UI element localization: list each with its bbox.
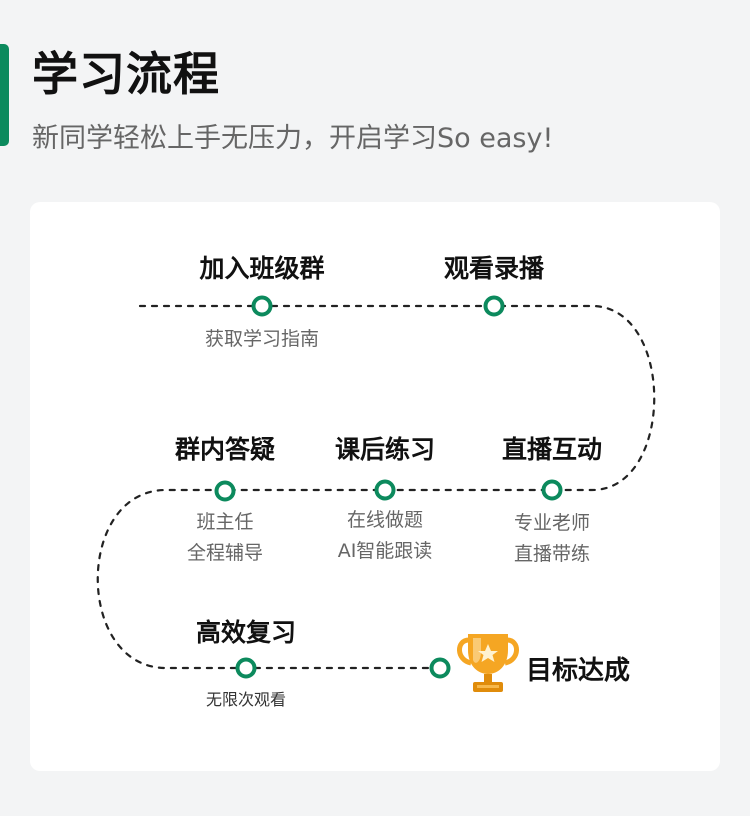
- step-live-interaction-desc: 专业老师 直播带练: [514, 508, 590, 570]
- page-title: 学习流程: [32, 47, 220, 101]
- step-live-interaction-title: 直播互动: [501, 435, 603, 464]
- step-qa-title: 群内答疑: [174, 435, 276, 464]
- goal-label: 目标达成: [526, 656, 631, 686]
- step-qa-desc: 班主任 全程辅导: [187, 507, 263, 569]
- step-practice-desc: 在线做题 AI智能跟读: [338, 505, 433, 567]
- page-subtitle: 新同学轻松上手无压力，开启学习So easy!: [32, 123, 554, 154]
- step-join-group-desc: 获取学习指南: [205, 324, 319, 355]
- step-desc-line: 全程辅导: [186, 542, 264, 564]
- step-desc-line: AI智能跟读: [337, 540, 433, 562]
- step-join-group-title: 加入班级群: [199, 254, 325, 283]
- step-qa-dot: [214, 480, 236, 502]
- step-desc-line: 获取学习指南: [204, 328, 320, 350]
- title-accent-bar: [0, 44, 9, 146]
- step-review-dot: [235, 657, 257, 679]
- step-watch-recording-title: 观看录播: [443, 254, 545, 283]
- step-practice-dot: [374, 479, 396, 501]
- step-practice-title: 课后练习: [334, 435, 436, 464]
- trophy-icon: [457, 634, 519, 692]
- step-desc-line: 无限次观看: [205, 690, 287, 709]
- step-review-title: 高效复习: [195, 618, 297, 647]
- step-desc-line: 专业老师: [513, 512, 591, 534]
- step-desc-line: 直播带练: [513, 543, 591, 565]
- goal-dot: [429, 657, 451, 679]
- step-review-desc: 无限次观看: [206, 684, 286, 715]
- step-desc-line: 在线做题: [346, 509, 424, 531]
- step-watch-recording-dot: [483, 295, 505, 317]
- step-desc-line: 班主任: [196, 511, 254, 533]
- step-join-group-dot: [251, 295, 273, 317]
- step-live-interaction-dot: [541, 479, 563, 501]
